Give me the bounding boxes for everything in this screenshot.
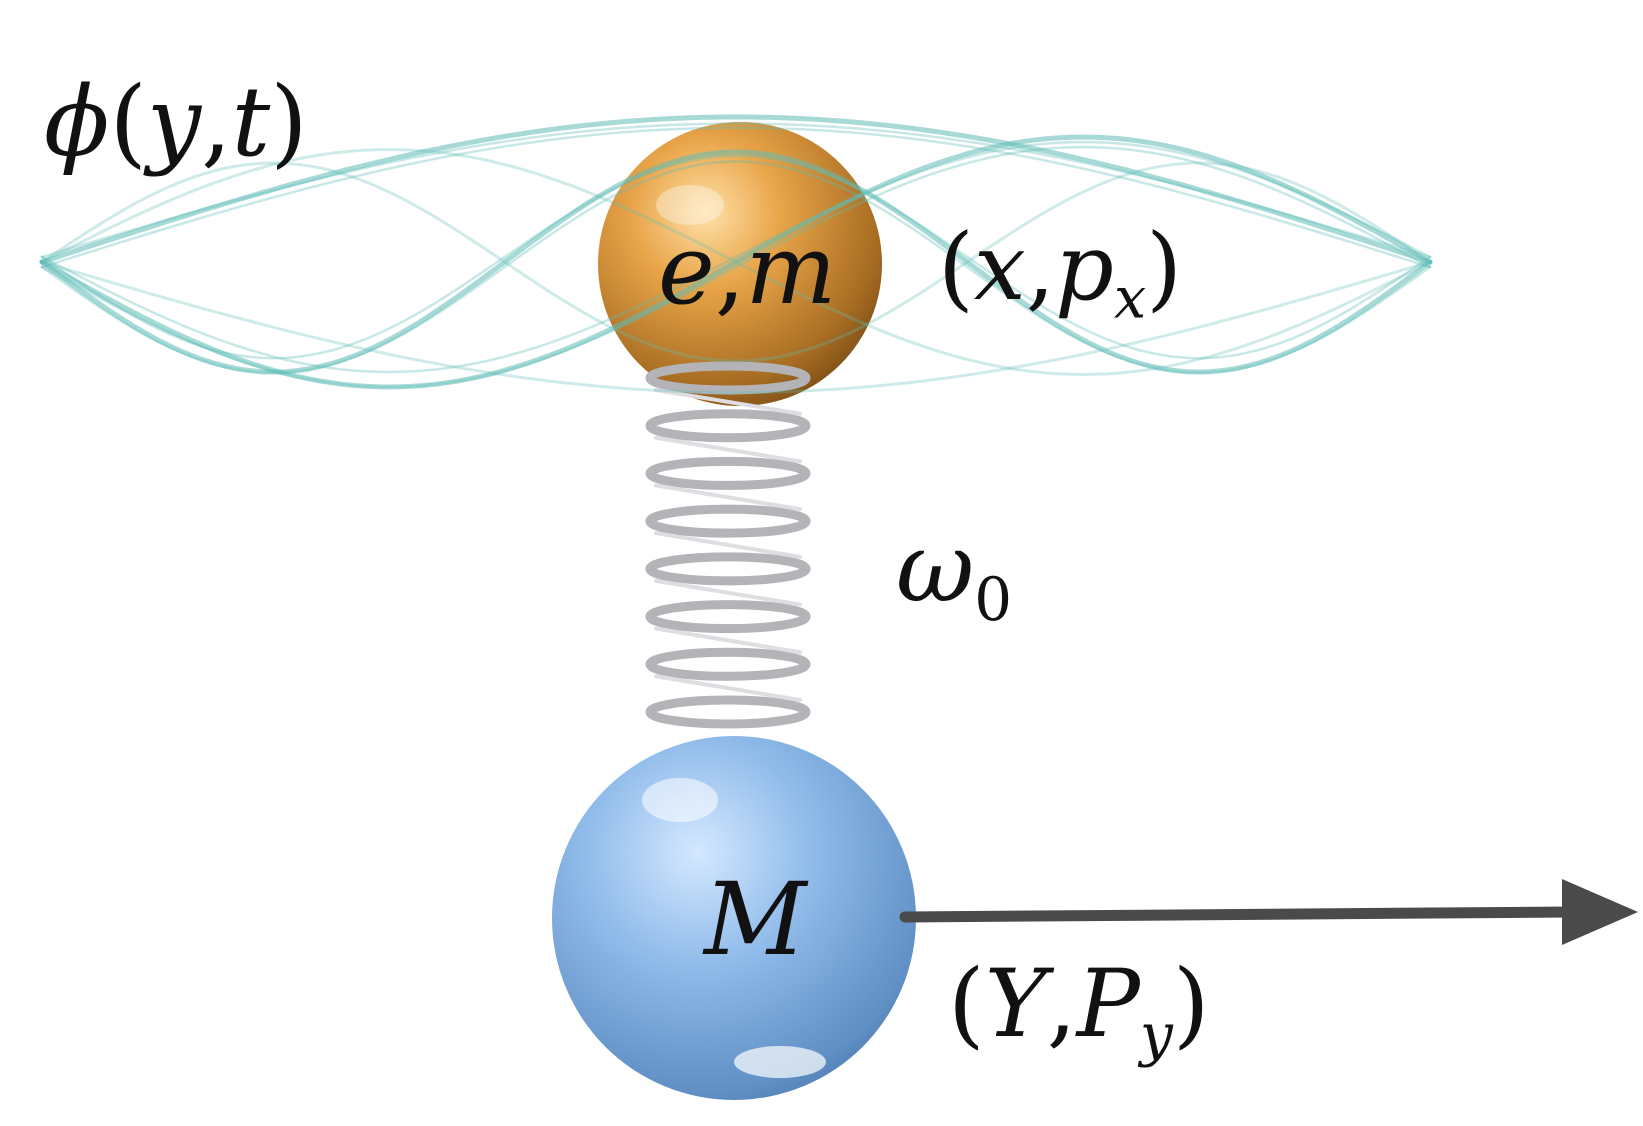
spring-highlight (654, 388, 802, 702)
nucleus-coords-label: (Y,Py) (948, 950, 1210, 1069)
spring-coil (645, 695, 811, 729)
field-wave-mode (40, 148, 1432, 376)
field-wave (39, 114, 1433, 394)
field-wave-mode (40, 122, 1432, 259)
electron-sphere (598, 122, 882, 406)
spring-coil (645, 456, 811, 490)
spring-coil (645, 409, 811, 443)
spring-coil (645, 552, 811, 586)
spring-coil (645, 504, 811, 538)
spring-coil (645, 647, 811, 681)
spring-coil (645, 361, 811, 395)
field-wave-mode (40, 140, 1432, 374)
field-wave-mode (40, 160, 1432, 374)
field-wave-mode (40, 260, 1432, 394)
nucleus-mass-label: M (704, 861, 807, 978)
field-wave-mode (40, 126, 1432, 269)
field-label: ϕ(y,t) (44, 66, 308, 178)
frequency-label: ω0 (896, 512, 1013, 636)
charge-mass-label: e,m (658, 214, 837, 326)
field-wave-mode (40, 161, 1432, 363)
field-wave-mode (39, 114, 1433, 265)
spring (645, 361, 811, 729)
field-wave-mode (39, 149, 1433, 375)
motion-arrow (899, 879, 1638, 945)
electron-coords-label: (x,px) (938, 214, 1183, 332)
field-wave-mode (40, 154, 1432, 360)
spring-coil (645, 600, 811, 634)
nucleus-sphere (552, 736, 916, 1100)
